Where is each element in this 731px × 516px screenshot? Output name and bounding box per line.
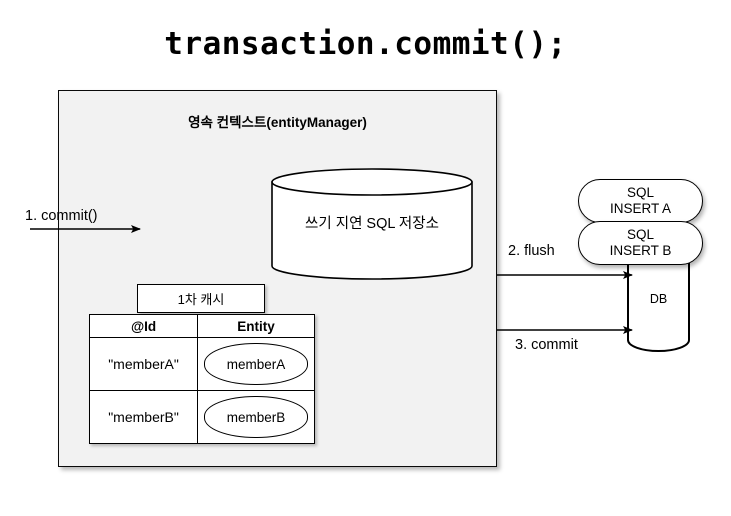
first-level-cache-table: @Id Entity "memberA" memberA "memberB" m… <box>88 314 315 444</box>
sql-insert-a-line2: INSERT A <box>609 201 672 216</box>
write-behind-sql-store: 쓰기 지연 SQL 저장소 <box>270 168 474 280</box>
table-row: "memberA" memberA <box>88 337 315 391</box>
entity-oval: memberA <box>204 343 309 385</box>
entity-oval: memberB <box>204 396 309 438</box>
column-header-entity: Entity <box>197 314 315 338</box>
flow-label-flush: 2. flush <box>508 243 555 259</box>
sql-insert-b-line1: SQL <box>626 227 654 243</box>
cell-id: "memberA" <box>88 337 199 391</box>
page-title: transaction.commit(); <box>164 26 567 62</box>
write-behind-sql-store-label: 쓰기 지연 SQL 저장소 <box>305 216 439 232</box>
flow-label-commit-db: 3. commit <box>515 337 578 353</box>
database-label: DB <box>649 292 668 306</box>
persistence-context-label: 영속 컨텍스트(entityManager) <box>188 115 367 130</box>
database-cylinder: DB <box>626 252 691 352</box>
first-level-cache-caption: 1차 캐시 <box>137 284 265 313</box>
sql-insert-a-box: SQL INSERT A <box>578 179 703 223</box>
sql-insert-b-line2: INSERT B <box>609 243 672 258</box>
cylinder-icon <box>271 168 473 280</box>
cell-entity: memberA <box>197 337 315 391</box>
cell-entity: memberB <box>197 390 315 444</box>
sql-insert-b-box: SQL INSERT B <box>578 221 703 265</box>
table-row: "memberB" memberB <box>88 390 315 444</box>
table-header-row: @Id Entity <box>88 314 315 338</box>
cell-id: "memberB" <box>88 390 199 444</box>
column-header-id: @Id <box>88 314 199 338</box>
sql-insert-a-line1: SQL <box>626 185 654 201</box>
flow-label-commit: 1. commit() <box>25 208 98 224</box>
